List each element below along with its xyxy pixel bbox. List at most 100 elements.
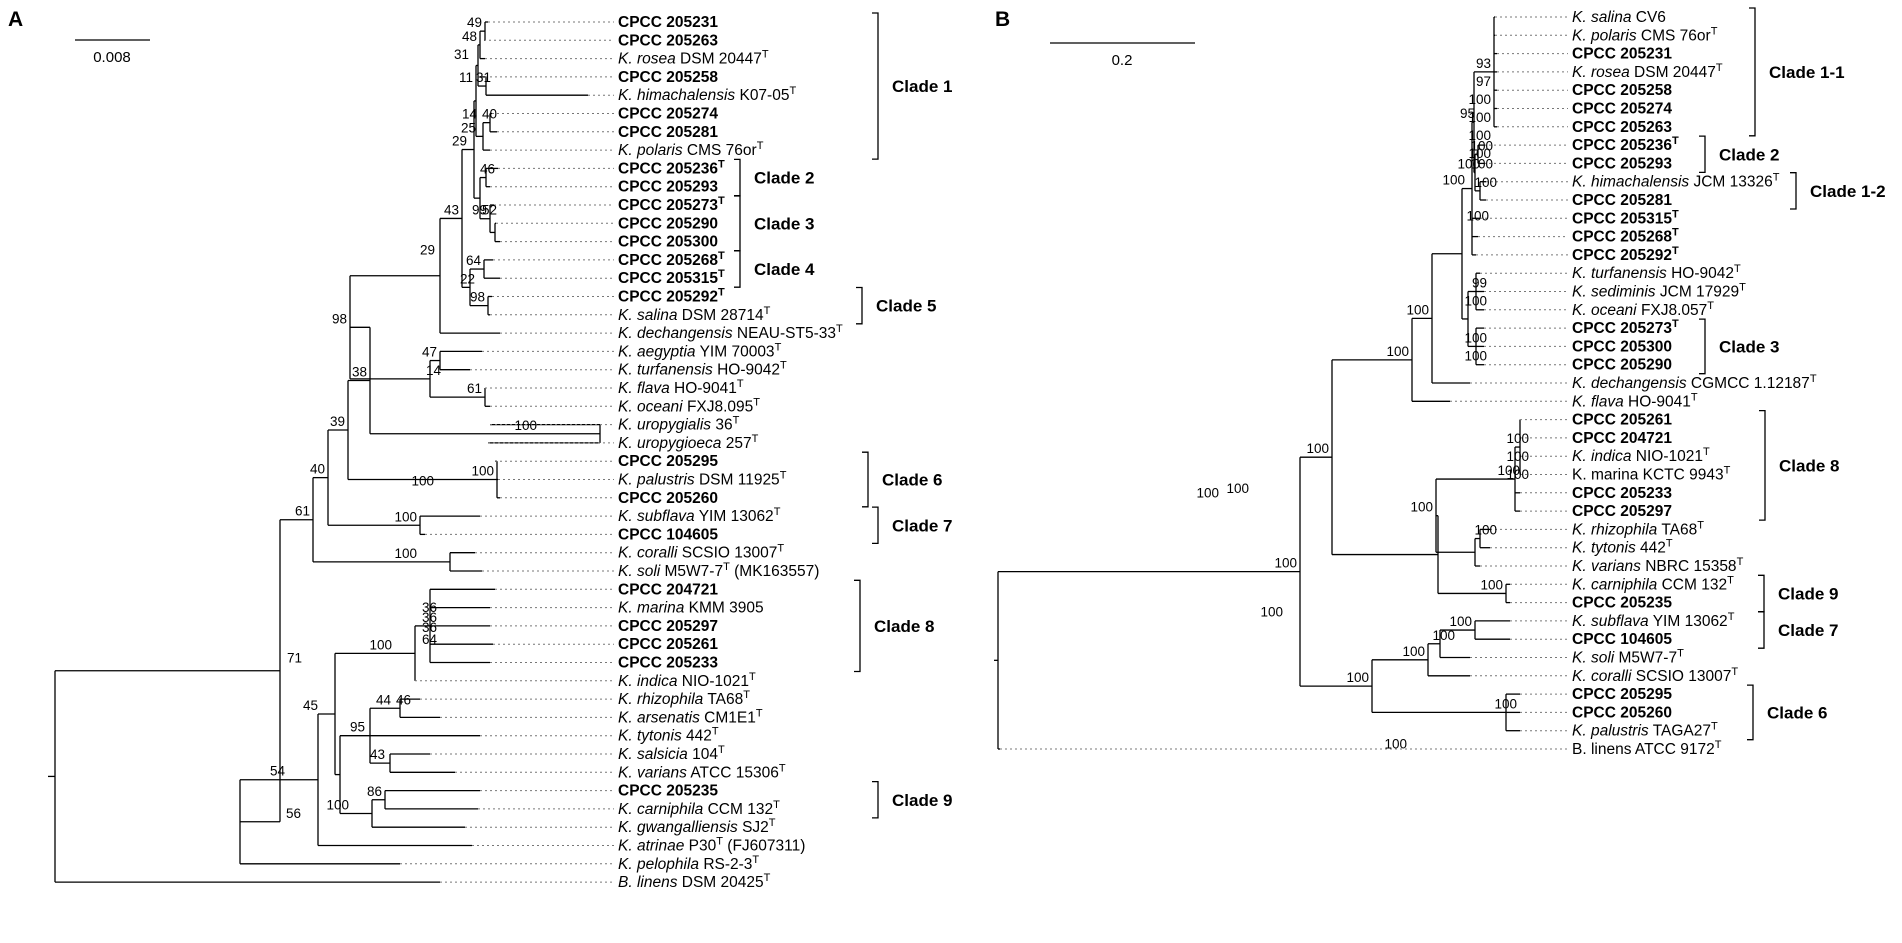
panel-a-bootstrap-value: 61	[467, 381, 482, 396]
panel-b-leaf-label: K. sediminis JCM 17929T	[1572, 282, 1746, 301]
panel-a-leaf-label: CPCC 104605	[618, 526, 718, 543]
panel-b-bootstrap-value: 100	[1466, 209, 1489, 224]
panel-b-bootstrap-value: 100	[1260, 604, 1283, 619]
panel-a-bootstrap-value: 98	[332, 311, 347, 326]
panel-a-bootstrap-value: 36	[422, 600, 437, 615]
panel-b-clade-bracket	[1699, 318, 1706, 375]
panel-a-clade-bracket	[734, 250, 741, 288]
panel-b-bootstrap-value: 100	[1506, 431, 1529, 446]
panel-a-leaf-label: K. pelophila RS-2-3T	[618, 854, 759, 873]
panel-b-bootstrap-value: 100	[1306, 441, 1329, 456]
panel-b-bootstrap-value: 93	[1476, 56, 1491, 71]
panel-a-leaf-label: CPCC 205231	[618, 14, 718, 31]
panel-b-branches	[994, 16, 1568, 750]
panel-a-bootstrap-value: 98	[470, 290, 485, 305]
panel-a-bootstrap-value: 31	[476, 70, 491, 85]
panel-b-leaf-label: CPCC 205231	[1572, 46, 1672, 63]
panel-a-leaf-label: CPCC 205292T	[618, 287, 725, 306]
panel-b-bootstrap-values: 9397100100100100951001001001001001009910…	[1196, 56, 1529, 752]
panel-b-bootstrap-value: 100	[1468, 128, 1491, 143]
panel-b-leaf-label: CPCC 205300	[1572, 338, 1672, 355]
panel-a-bootstrap-value: 14	[426, 363, 442, 378]
panel-b-clade-bracket	[1758, 611, 1765, 649]
panel-b-leaf-label: K. flava HO-9041T	[1572, 391, 1698, 410]
panel-a-clade-label: Clade 8	[874, 617, 934, 636]
panel-b-clade-bracket	[1749, 7, 1756, 137]
panel-b-leaf-label: K. tytonis 442T	[1572, 538, 1673, 557]
panel-a-leaf-label: K. indica NIO-1021T	[618, 671, 756, 690]
panel-b-leaf-label: K. turfanensis HO-9042T	[1572, 263, 1741, 282]
panel-b-bootstrap-value: 100	[1468, 92, 1491, 107]
panel-b-bootstrap-value: 100	[1196, 486, 1219, 501]
panel-b-leaf-label: K. rhizophila TA68T	[1572, 519, 1704, 538]
panel-a-clade-bracket	[734, 158, 741, 197]
panel-b-leaf-label: K. marina KCTC 9943T	[1572, 465, 1731, 484]
panel-b-bootstrap-value: 100	[1457, 157, 1480, 172]
panel-b-bootstrap-value: 100	[1468, 110, 1491, 125]
panel-a-leaf-label: B. linens DSM 20425T	[618, 872, 771, 891]
panel-b-bootstrap-value: 100	[1274, 556, 1297, 571]
panel-b-leaf-label: K. varians NBRC 15358T	[1572, 556, 1744, 575]
panel-a-leaf-label: CPCC 204721	[618, 581, 718, 598]
panel-a-leaf-label: K. subflava YIM 13062T	[618, 506, 781, 525]
panel-a-leaf-label: CPCC 205261	[618, 636, 718, 653]
panel-a-bootstrap-value: 47	[422, 345, 437, 360]
panel-a-leaf-label: CPCC 205236T	[618, 158, 725, 177]
panel-a-clade-label: Clade 3	[754, 214, 814, 233]
panel-a-clade-bracket	[734, 195, 741, 252]
panel-a-bootstrap-value: 99	[472, 203, 487, 218]
panel-a-bootstrap-value: 100	[369, 637, 392, 652]
panel-b-leaf-label: CPCC 204721	[1572, 430, 1672, 447]
panel-a-bootstrap-value: 56	[286, 806, 301, 821]
panel-a-leaf-label: CPCC 205273T	[618, 195, 725, 214]
panel-b-leaf-label: CPCC 205236T	[1572, 135, 1679, 154]
panel-b-clade-bracket	[1758, 574, 1765, 613]
panel-b-leaf-label: K. indica NIO-1021T	[1572, 446, 1710, 465]
panel-b-clade-bracket	[1747, 684, 1754, 741]
panel-b-bootstrap-value: 100	[1384, 736, 1407, 751]
panel-b-clade-label: Clade 6	[1767, 703, 1827, 722]
panel-a-bootstrap-value: 14	[462, 107, 478, 122]
panel-b-bootstrap-value: 97	[1476, 74, 1491, 89]
panel-b-bootstrap-value: 100	[1432, 628, 1455, 643]
panel-a-bootstrap-value: 100	[514, 418, 537, 433]
panel-a-leaf-label: CPCC 205235	[618, 783, 718, 800]
panel-b-clade-label: Clade 9	[1778, 584, 1838, 603]
panel-a-leaf-label: CPCC 205281	[618, 124, 718, 141]
panel-b-leaf-label: CPCC 205261	[1572, 412, 1672, 429]
panel-b-clade-bracket	[1790, 172, 1797, 210]
panel-a-bootstrap-value: 64	[422, 632, 438, 647]
panel-b-leaf-label: B. linens ATCC 9172T	[1572, 739, 1722, 758]
panel-b-leaf-label: CPCC 205274	[1572, 101, 1672, 118]
panel-a-leaf-label: K. soli M5W7-7T (MK163557)	[618, 561, 819, 580]
panel-a-bootstrap-value: 43	[444, 202, 459, 217]
panel-a-clade-bracket	[854, 579, 861, 673]
panel-a-leaf-label: K. aegyptia YIM 70003T	[618, 341, 782, 360]
panel-a-bootstrap-value: 100	[326, 797, 349, 812]
panel-a-bootstrap-value: 45	[303, 698, 318, 713]
panel-a-bootstrap-value: 71	[287, 650, 302, 665]
panel-a-scale-label: 0.008	[93, 49, 131, 66]
panel-a-clade-label: Clade 5	[876, 297, 936, 316]
panel-a-bootstrap-value: 95	[350, 720, 365, 735]
panel-a-leaf-label: K. arsenatis CM1E1T	[618, 707, 763, 726]
panel-a-leaf-label: K. rosea DSM 20447T	[618, 49, 769, 68]
panel-a-bootstrap-value: 39	[330, 414, 345, 429]
panel-b-bootstrap-value: 100	[1464, 348, 1487, 363]
panel-a-leaf-label: K. flava HO-9041T	[618, 378, 744, 397]
panel-a-leaf-label: K. uropygioeca 257T	[618, 433, 759, 452]
panel-a-leaf-label: K. rhizophila TA68T	[618, 689, 750, 708]
panel-a-bootstrap-value: 48	[462, 29, 477, 44]
panel-a-bootstrap-value: 100	[394, 546, 417, 561]
panel-a-bootstrap-value: 31	[454, 47, 469, 62]
panel-b-leaf-label: CPCC 205315T	[1572, 208, 1679, 227]
panel-b-bootstrap-value: 100	[1464, 294, 1487, 309]
panel-b-bootstrap-value: 100	[1506, 449, 1529, 464]
panel-b-leaf-label: CPCC 205297	[1572, 503, 1672, 520]
panel-a-leaf-label: K. carniphila CCM 132T	[618, 799, 780, 818]
panel-b-clade-label: Clade 2	[1719, 145, 1779, 164]
panel-b-leaf-label: K. rosea DSM 20447T	[1572, 62, 1723, 81]
panel-a-leaf-label: CPCC 205293	[618, 179, 718, 196]
